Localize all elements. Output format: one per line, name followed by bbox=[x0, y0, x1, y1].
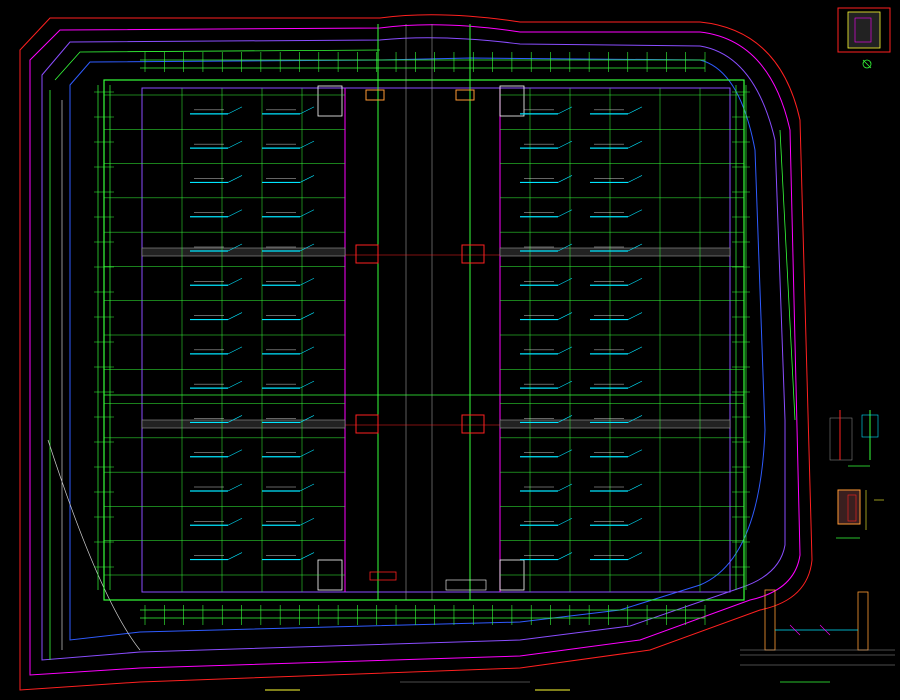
key-plan-highlight bbox=[854, 17, 872, 43]
annotation-leader bbox=[299, 346, 315, 355]
annotation-leader bbox=[299, 380, 315, 389]
annotation-leader bbox=[557, 209, 573, 217]
blue-road bbox=[69, 57, 766, 641]
bottom-labels bbox=[265, 681, 570, 691]
annotation-leader bbox=[227, 243, 243, 252]
annotation-leader bbox=[227, 175, 243, 183]
annotation-leader bbox=[627, 278, 643, 286]
annotation-leader bbox=[627, 483, 643, 492]
annotation-leader bbox=[299, 175, 315, 183]
annotation-leader bbox=[627, 312, 643, 320]
entrance-box-2 bbox=[445, 579, 487, 591]
annotation-leader bbox=[557, 278, 573, 286]
white-road-line bbox=[47, 100, 141, 651]
hatched-band-top-right bbox=[499, 247, 731, 257]
building-outer-frame bbox=[103, 79, 745, 601]
hatched-band-bottom-left bbox=[141, 419, 346, 429]
corridor-box-2 bbox=[461, 244, 485, 264]
building-outline bbox=[103, 24, 745, 601]
stair-right bbox=[499, 85, 525, 117]
site-boundary-lines bbox=[19, 14, 813, 691]
annotation-leader bbox=[227, 483, 243, 492]
annotation-leader bbox=[227, 106, 243, 115]
building-inner-frame bbox=[141, 87, 731, 593]
annotation-leader bbox=[299, 209, 315, 217]
annotation-leader bbox=[299, 552, 315, 560]
annotation-leader bbox=[557, 312, 573, 320]
annotation-leader bbox=[299, 140, 315, 149]
annotation-leader bbox=[627, 449, 643, 457]
annotation-leader bbox=[227, 209, 243, 217]
corridor-box-3 bbox=[355, 414, 379, 434]
annotation-leader bbox=[227, 312, 243, 320]
annotation-leader bbox=[227, 140, 243, 149]
annotation-leader bbox=[557, 380, 573, 389]
hatched-band-bottom-right bbox=[499, 419, 731, 429]
annotation-leader bbox=[627, 243, 643, 252]
annotation-leader bbox=[627, 415, 643, 423]
annotation-leader bbox=[627, 140, 643, 149]
annotation-leader bbox=[227, 518, 243, 526]
annotation-leader bbox=[557, 175, 573, 183]
key-plan-building bbox=[847, 11, 881, 49]
corridor-box-4 bbox=[461, 414, 485, 434]
annotation-leader bbox=[627, 175, 643, 183]
grid-lines bbox=[97, 59, 747, 619]
annotation-leader bbox=[557, 483, 573, 492]
annotation-leader bbox=[299, 483, 315, 492]
detail-3 bbox=[740, 589, 895, 683]
hatched-band-top-left bbox=[141, 247, 346, 257]
annotation-leader bbox=[627, 106, 643, 115]
annotation-leader bbox=[557, 140, 573, 149]
annotation-leader bbox=[227, 552, 243, 560]
corridor-box-1 bbox=[355, 244, 379, 264]
annotation-leader bbox=[227, 415, 243, 423]
annotation-leader bbox=[299, 243, 315, 252]
annotation-leader bbox=[557, 415, 573, 423]
corridor-box-top-right bbox=[455, 89, 475, 101]
annotation-leader bbox=[627, 380, 643, 389]
key-plan-frame bbox=[837, 7, 891, 53]
annotation-leader bbox=[227, 449, 243, 457]
annotation-leader bbox=[557, 518, 573, 526]
green-road-edge bbox=[49, 49, 796, 660]
magenta-boundary bbox=[29, 24, 801, 676]
key-plan-thumbnail bbox=[837, 7, 891, 69]
cyan-annotations bbox=[190, 106, 643, 561]
annotation-leader bbox=[557, 106, 573, 115]
annotation-leader bbox=[227, 380, 243, 389]
entrance-box bbox=[369, 571, 397, 581]
annotation-leader bbox=[557, 346, 573, 355]
detail-2 bbox=[836, 489, 884, 539]
annotation-leader bbox=[299, 106, 315, 115]
annotation-leader bbox=[299, 415, 315, 423]
detail-drawings bbox=[740, 410, 895, 683]
purple-boundary bbox=[41, 37, 786, 661]
annotation-leader bbox=[299, 278, 315, 286]
annotation-leader bbox=[557, 449, 573, 457]
annotation-leader bbox=[627, 346, 643, 355]
annotation-leader bbox=[227, 278, 243, 286]
dimension-ticks bbox=[94, 52, 750, 625]
corridor-box-top-left bbox=[365, 89, 385, 101]
annotation-leader bbox=[627, 518, 643, 526]
annotation-leader bbox=[627, 209, 643, 217]
stair-left bbox=[317, 85, 343, 117]
annotation-leader bbox=[299, 449, 315, 457]
detail-1 bbox=[829, 410, 879, 467]
north-arrow-icon bbox=[862, 59, 872, 69]
annotation-leader bbox=[557, 243, 573, 252]
annotation-leader bbox=[627, 552, 643, 560]
annotation-leader bbox=[227, 346, 243, 355]
annotation-leader bbox=[557, 552, 573, 560]
annotation-leader bbox=[299, 312, 315, 320]
annotation-leader bbox=[299, 518, 315, 526]
red-boundary bbox=[19, 14, 813, 691]
